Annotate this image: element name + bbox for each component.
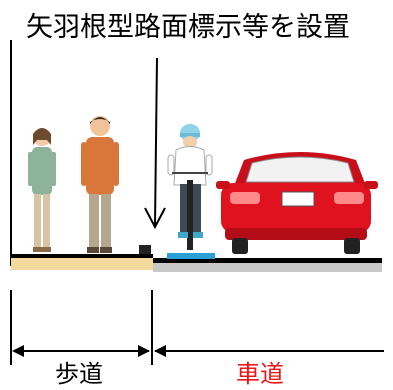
road-edge — [153, 258, 382, 263]
roadway-width-arrow — [154, 345, 384, 357]
pointer-arrow-icon — [144, 57, 166, 230]
car-icon — [216, 152, 378, 254]
bike-lane-marking — [167, 253, 215, 259]
pedestrian-man-icon — [81, 116, 119, 253]
cyclist-icon — [167, 124, 213, 250]
roadway-label: 車道 — [236, 360, 284, 388]
diagram-title: 矢羽根型路面標示等を設置 — [26, 12, 350, 43]
sidewalk-label: 歩道 — [55, 360, 103, 388]
curb-marker — [139, 245, 151, 255]
sidewalk-edge — [11, 254, 153, 258]
sidewalk-surface — [11, 258, 153, 270]
road-surface — [153, 263, 382, 272]
pedestrian-woman-icon — [28, 128, 56, 252]
sidewalk-width-arrow — [12, 345, 150, 357]
